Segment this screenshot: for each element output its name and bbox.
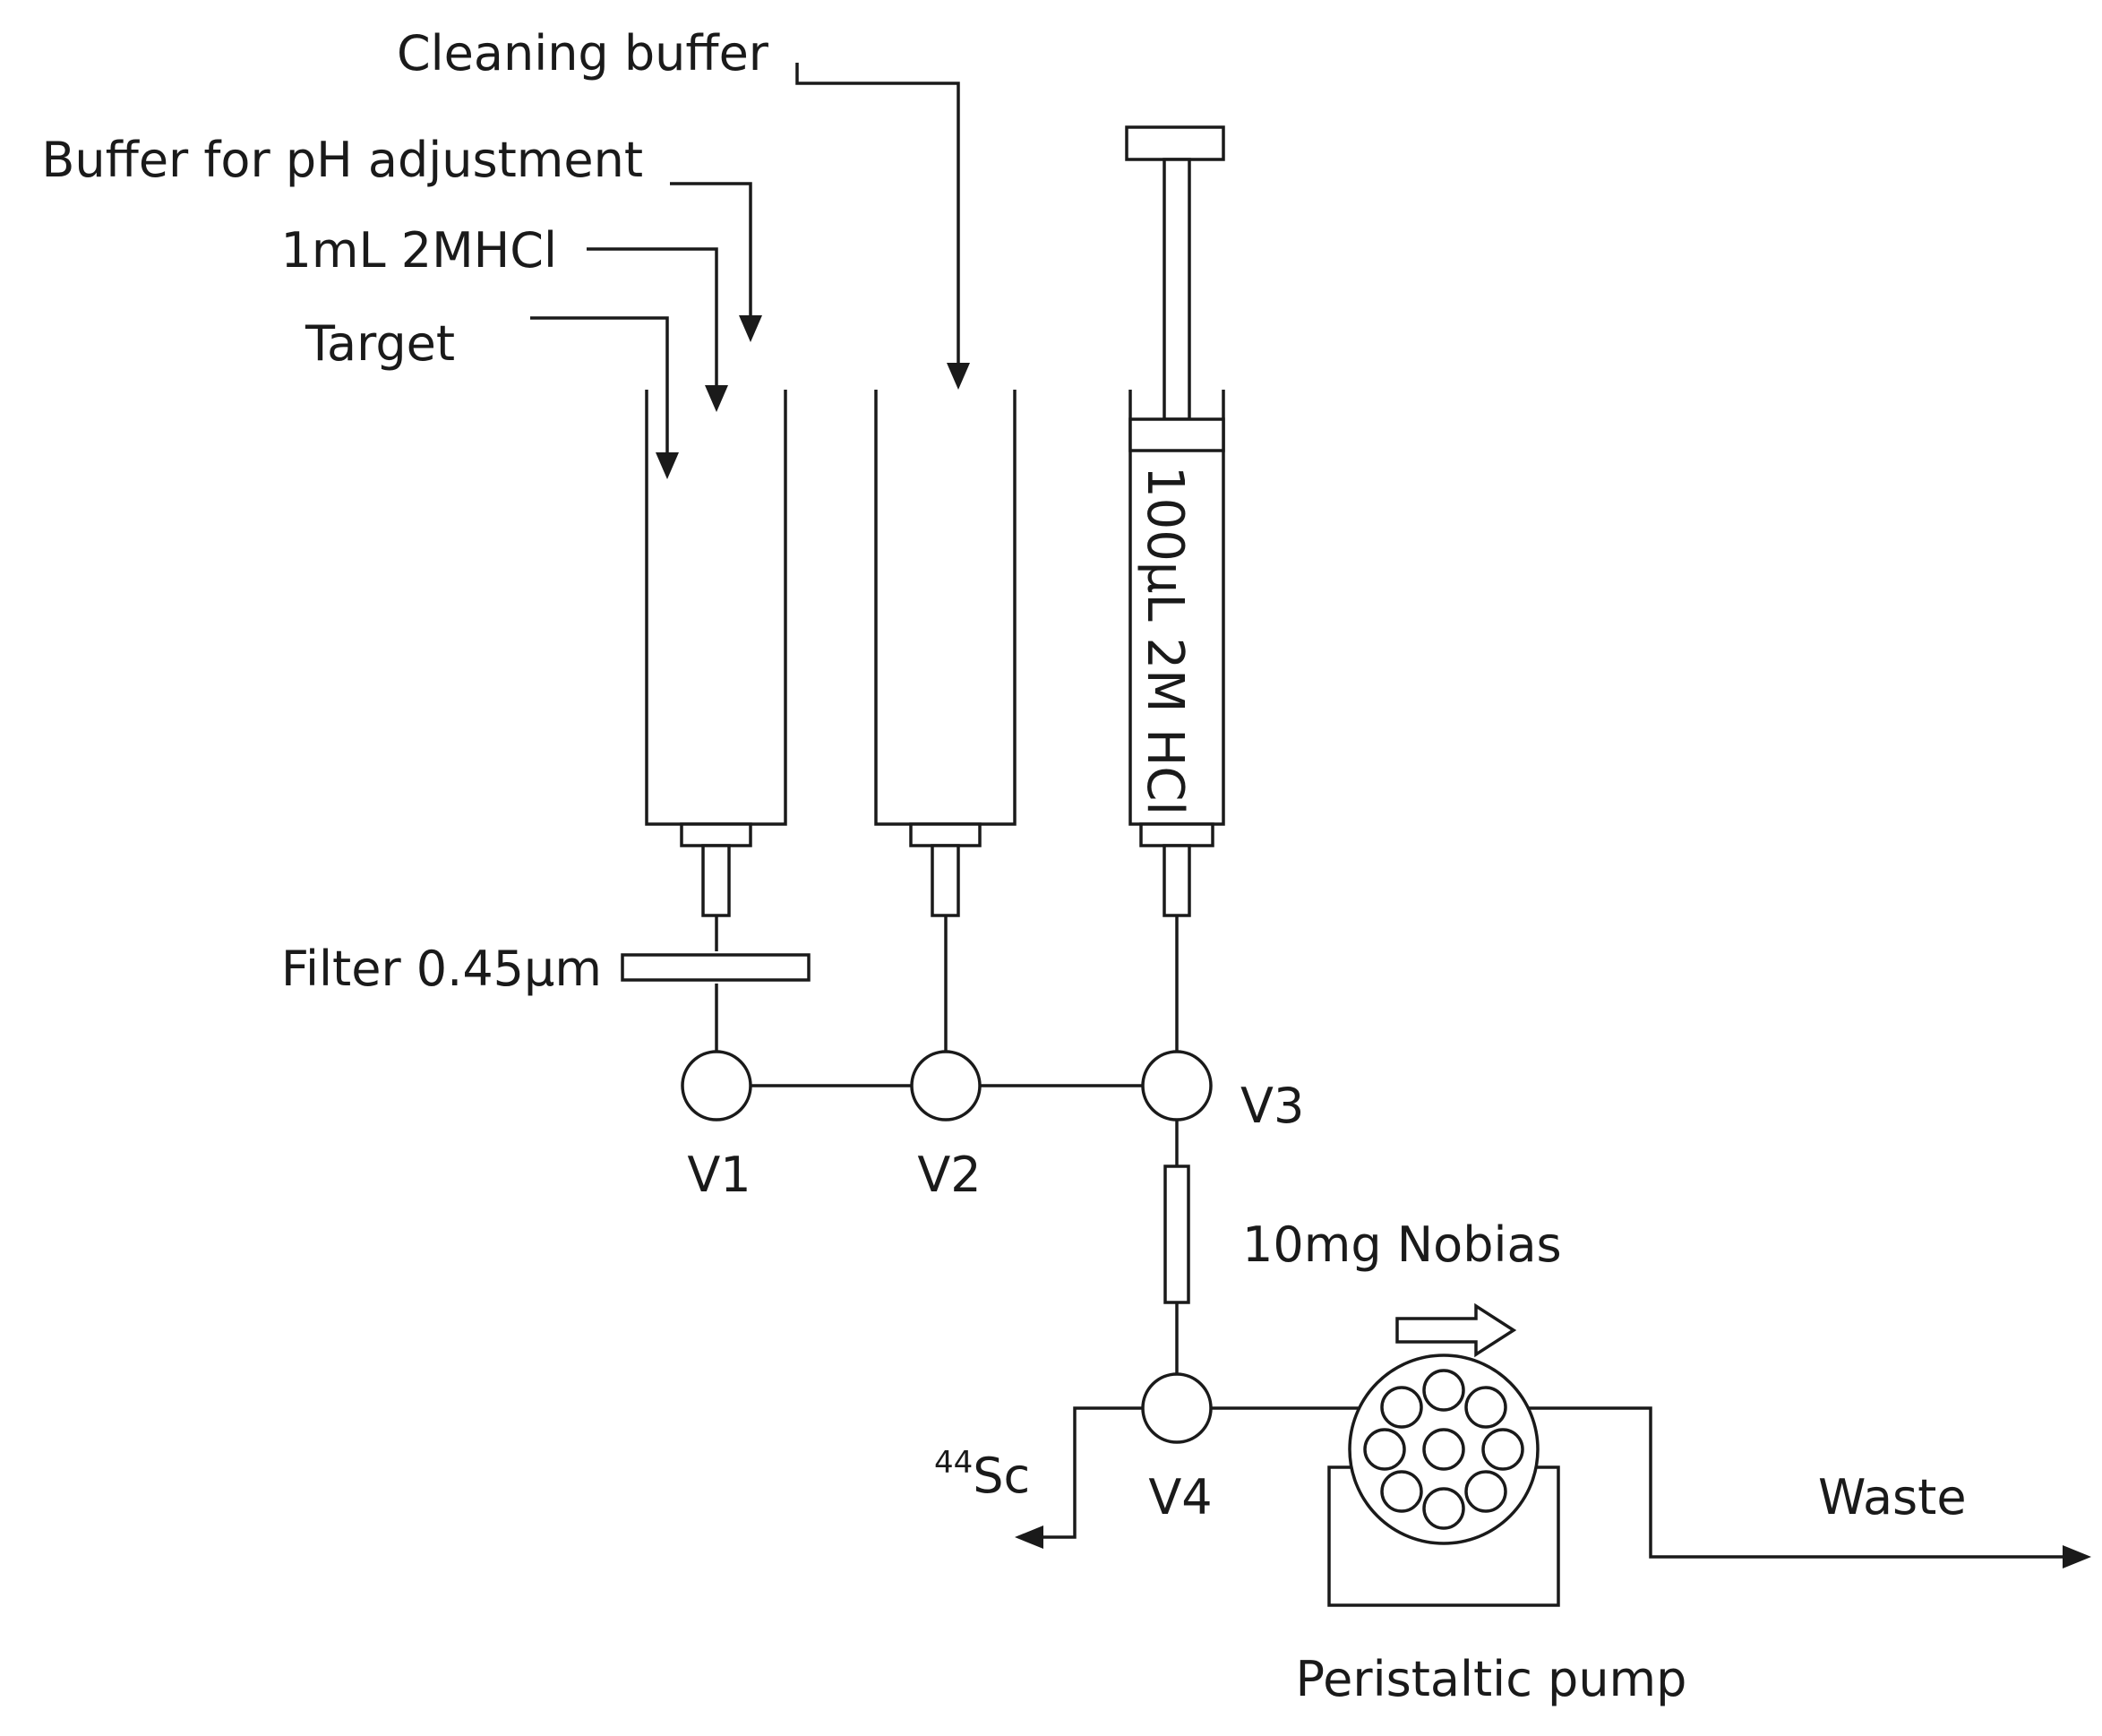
syringe-label: 100µL 2M HCl [1136,466,1194,815]
sc-symbol: Sc [973,1448,1030,1504]
sc-mass-number: 44 [934,1445,973,1481]
target-label: Target [305,315,455,372]
valve-v2 [910,1050,982,1122]
cleaning-buffer-label: Cleaning buffer [397,25,769,82]
filter-label: Filter 0.45µm [281,941,602,997]
v3-label: V3 [1240,1078,1304,1134]
v2-label: V2 [917,1147,981,1203]
nobias-column [1163,1164,1190,1304]
buffer-ph-arrow [670,182,762,342]
syringe: 100µL 2M HCl [1125,125,1225,917]
syringe-plunger-rod [1163,158,1191,421]
valve-v4 [1141,1372,1213,1444]
v1-label: V1 [687,1147,751,1203]
syringe-plunger-seal [1128,417,1225,452]
pump-label: Peristaltic pump [1296,1651,1687,1707]
flow-direction-icon [1395,1302,1517,1358]
cleaning-vessel [874,390,1017,917]
buffer-ph-label: Buffer for pH adjustment [41,132,643,188]
waste-label: Waste [1818,1469,1967,1525]
hcl-1ml-label: 1mL 2MHCl [281,222,557,279]
valve-v1 [681,1050,752,1122]
sc-label: 44Sc [934,1445,1030,1504]
cleaning-buffer-arrow [795,63,970,390]
filter [621,953,811,982]
hcl-1ml-arrow [587,247,728,412]
syringe-thumb-press [1125,125,1225,161]
pump-housing [1327,1465,1560,1607]
v4-label: V4 [1148,1469,1212,1525]
sc-outlet-arrow [1015,1406,1143,1549]
target-arrow [530,316,679,479]
sample-vessel [645,390,787,917]
nobias-label: 10mg Nobias [1242,1216,1562,1273]
valve-v3 [1141,1050,1213,1122]
peristaltic-pump [1327,1354,1560,1607]
